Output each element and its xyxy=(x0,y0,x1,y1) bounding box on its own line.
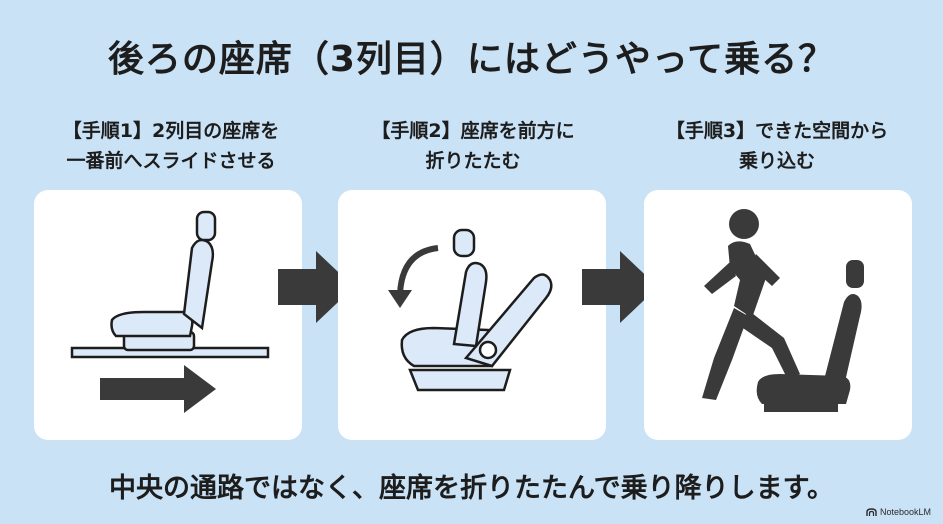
seat-sliding-forward-icon xyxy=(70,210,270,413)
step-3-caption-line-2: 乗り込む xyxy=(738,150,815,172)
step-1-caption: 【手順1】2列目の座席を 一番前へスライドさせる xyxy=(21,116,321,176)
step-1-caption-line-2: 一番前へスライドさせる xyxy=(66,150,276,172)
notebooklm-badge: NotebookLM xyxy=(866,507,931,517)
right-arrow-icon xyxy=(582,251,658,323)
notebooklm-logo-icon xyxy=(866,507,877,516)
step-3-panel xyxy=(644,190,912,440)
step-1-caption-line-1: 【手順1】2列目の座席を xyxy=(62,120,280,142)
page-title: 後ろの座席（3列目）にはどうやって乗る？ xyxy=(107,39,836,80)
step-2-panel xyxy=(338,190,606,440)
step-2-caption-line-2: 折りたたむ xyxy=(425,150,521,172)
step-1-panel xyxy=(34,190,302,440)
step-3-caption-line-1: 【手順3】できた空間から xyxy=(665,120,889,142)
step-2-caption: 【手順2】座席を前方に 折りたたむ xyxy=(323,116,623,176)
step-3-caption: 【手順3】できた空間から 乗り込む xyxy=(627,116,927,176)
person-entering-icon xyxy=(702,209,864,412)
notebooklm-label: NotebookLM xyxy=(879,507,931,517)
summary-note: 中央の通路ではなく、座席を折りたたんで乗り降りします。 xyxy=(109,473,834,504)
step-2-caption-line-1: 【手順2】座席を前方に xyxy=(371,120,575,142)
right-arrow-icon xyxy=(278,251,354,323)
seat-folding-icon xyxy=(388,228,553,392)
